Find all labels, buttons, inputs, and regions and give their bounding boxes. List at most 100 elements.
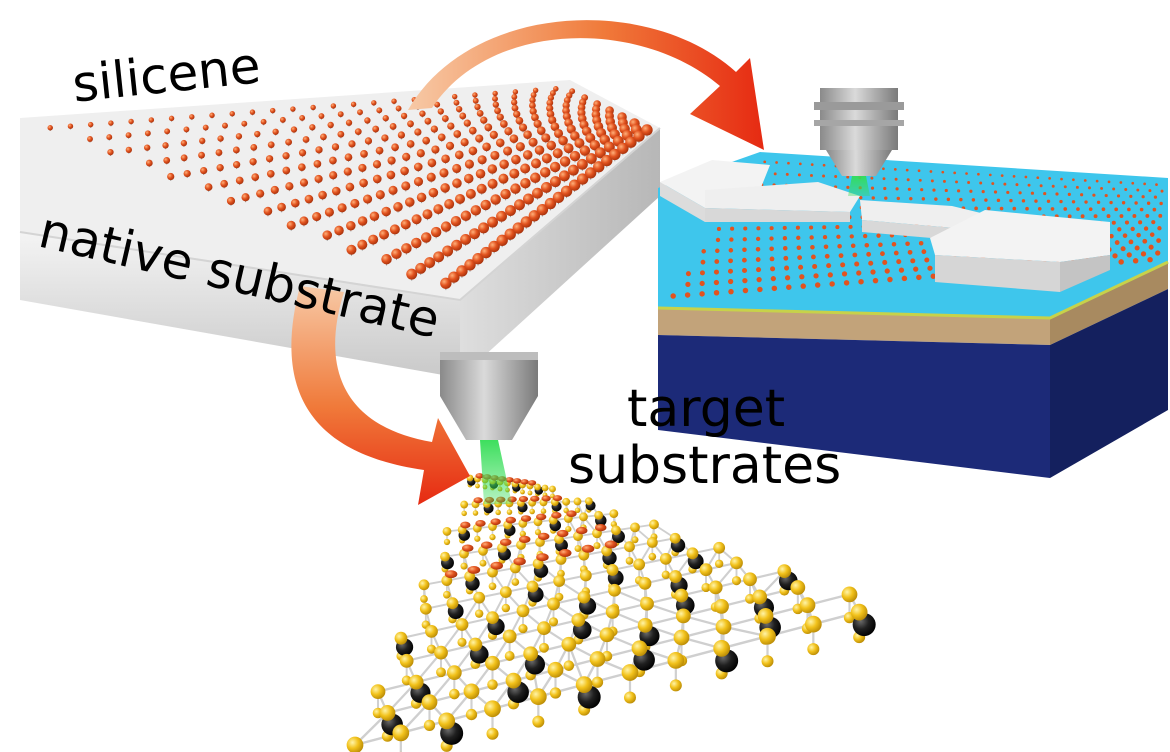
sulfur-atom: [624, 691, 636, 704]
silicon-atom: [859, 195, 863, 200]
silicon-atom: [1075, 185, 1079, 189]
silicon-atom: [267, 141, 275, 149]
sulfur-atom: [584, 497, 593, 506]
silicon-atom: [971, 198, 976, 202]
silicon-atom: [406, 140, 415, 148]
silicon-atom: [482, 142, 491, 152]
silicon-atom: [400, 219, 411, 230]
silicon-atom: [183, 126, 190, 133]
sulfur-atom: [421, 694, 438, 711]
silicon-atom: [930, 179, 934, 183]
silicon-atom: [364, 117, 371, 124]
silicon-atom: [395, 105, 402, 112]
silicon-atom: [786, 284, 792, 290]
silicon-atom: [727, 268, 734, 274]
silicon-atom: [576, 173, 589, 185]
silicon-atom: [570, 131, 580, 141]
silicon-atom: [474, 103, 481, 111]
silicon-atom: [346, 220, 356, 231]
silicon-atom: [795, 225, 800, 230]
sulfur-atom: [495, 509, 501, 516]
sulfur-atom: [440, 551, 450, 562]
silicon-atom: [106, 134, 113, 141]
silicon-atom: [249, 158, 257, 166]
silicon-atom: [540, 181, 552, 193]
silicon-atom: [430, 125, 438, 133]
silicon-atom: [685, 271, 691, 277]
silicon-atom: [315, 146, 323, 154]
silicon-atom: [405, 197, 415, 207]
silicon-atom: [514, 199, 525, 211]
silicon-atom: [1030, 191, 1034, 195]
silicon-atom: [277, 202, 286, 212]
silicon-atom: [1111, 220, 1116, 225]
electrodes: [660, 160, 1110, 292]
silicon-atom: [547, 94, 555, 101]
silicon-atom: [541, 133, 551, 143]
sulfur-atom: [370, 684, 386, 699]
silicon-atom: [800, 283, 806, 289]
silicon-atom: [988, 173, 992, 177]
silicon-atom: [250, 143, 258, 151]
silicon-atom: [906, 178, 910, 182]
silicon-atom: [500, 120, 508, 128]
sulfur-atom: [579, 512, 588, 522]
silicon-atom: [452, 178, 462, 188]
silicon-atom: [337, 203, 347, 213]
silicon-atom: [318, 113, 325, 119]
silicon-atom: [475, 168, 486, 179]
silicon-atom: [898, 267, 905, 273]
silicon-atom: [1015, 183, 1019, 187]
silicon-atom: [1012, 174, 1016, 178]
silicon-atom: [357, 216, 368, 226]
silicon-atom: [1088, 207, 1093, 211]
silicon-atom: [519, 535, 531, 544]
sulfur-atom: [479, 559, 487, 567]
sulfur-atom: [648, 552, 657, 561]
sulfur-atom: [790, 580, 806, 595]
silicon-atom: [810, 244, 815, 250]
silicon-atom: [530, 92, 537, 98]
silicon-atom: [728, 248, 734, 253]
sulfur-atom: [649, 519, 659, 530]
silicon-atom: [1096, 200, 1101, 204]
sulfur-atom: [686, 547, 699, 560]
silicon-atom: [148, 117, 155, 123]
silicon-atom: [810, 173, 813, 177]
sulfur-atom: [757, 608, 774, 624]
silicon-atom: [557, 529, 569, 538]
silicon-atom: [576, 158, 588, 170]
silicon-atom: [272, 128, 279, 135]
silicon-atom: [1084, 200, 1088, 204]
silicon-atom: [633, 130, 645, 142]
silicon-atom: [609, 148, 621, 161]
silicon-atom: [480, 199, 491, 211]
sulfur-atom: [699, 563, 713, 577]
silicon-atom: [492, 95, 498, 102]
silicon-atom: [364, 137, 373, 145]
silicon-atom: [470, 205, 482, 216]
silicon-atom: [769, 256, 775, 262]
silicon-atom: [741, 257, 747, 263]
silicon-atom: [566, 510, 577, 518]
silicon-atom: [87, 121, 94, 128]
silicon-atom: [487, 164, 498, 174]
sulfur-atom: [540, 508, 547, 514]
sulfur-atom: [379, 705, 396, 721]
silicon-atom: [460, 233, 472, 245]
silicon-atom: [569, 88, 576, 95]
silicon-atom: [520, 177, 531, 189]
sulfur-atom: [646, 537, 658, 548]
sulfur-atom: [761, 655, 774, 668]
silicon-atom: [593, 161, 605, 173]
silicon-atom: [1063, 185, 1067, 189]
silicon-atom: [858, 278, 864, 285]
silicon-atom: [475, 134, 484, 143]
silicon-atom: [812, 263, 818, 269]
silicon-atom: [568, 179, 581, 191]
silicon-atom: [528, 480, 537, 486]
silicon-atom: [263, 206, 273, 216]
silicon-atom: [407, 120, 414, 128]
silicon-atom: [460, 210, 472, 222]
silicon-atom: [183, 169, 191, 178]
